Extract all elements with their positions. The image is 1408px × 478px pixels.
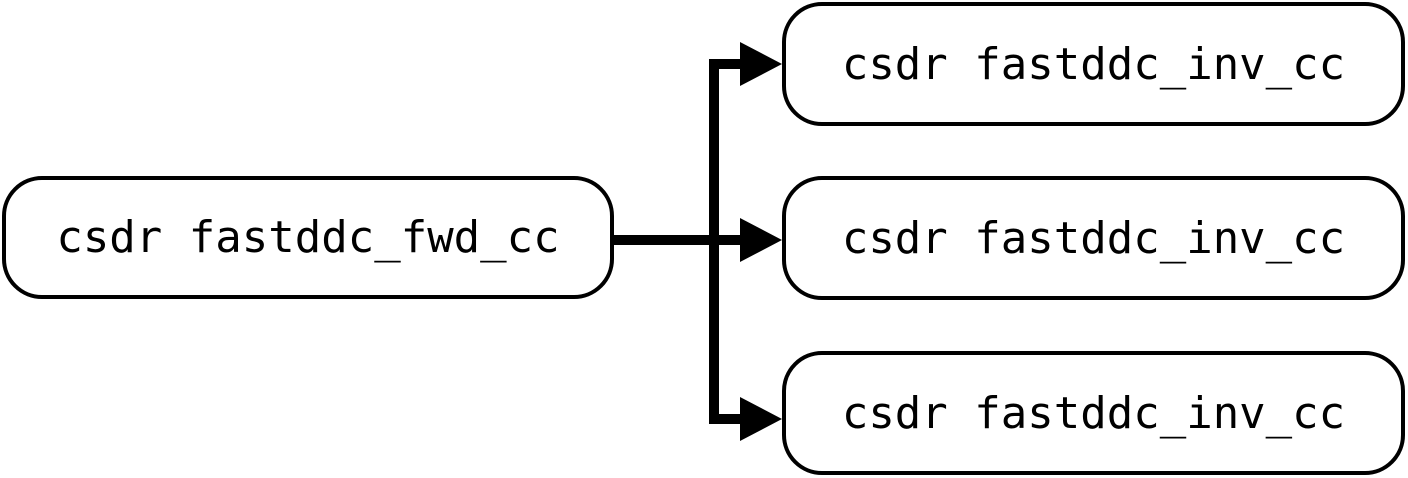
arrowhead-icon xyxy=(740,42,782,86)
node-fastddc-inv-2: csdr fastddc_inv_cc xyxy=(782,176,1405,300)
node-label: csdr fastddc_inv_cc xyxy=(841,38,1346,90)
node-fastddc-fwd: csdr fastddc_fwd_cc xyxy=(2,176,614,299)
node-fastddc-inv-3: csdr fastddc_inv_cc xyxy=(782,351,1405,475)
node-label: csdr fastddc_inv_cc xyxy=(841,387,1346,439)
node-fastddc-inv-1: csdr fastddc_inv_cc xyxy=(782,2,1405,126)
arrowhead-icon xyxy=(740,397,782,441)
node-label: csdr fastddc_inv_cc xyxy=(841,212,1346,264)
fan-out-connector xyxy=(614,59,760,424)
node-label: csdr fastddc_fwd_cc xyxy=(56,212,560,263)
arrowhead-icon xyxy=(740,218,782,262)
